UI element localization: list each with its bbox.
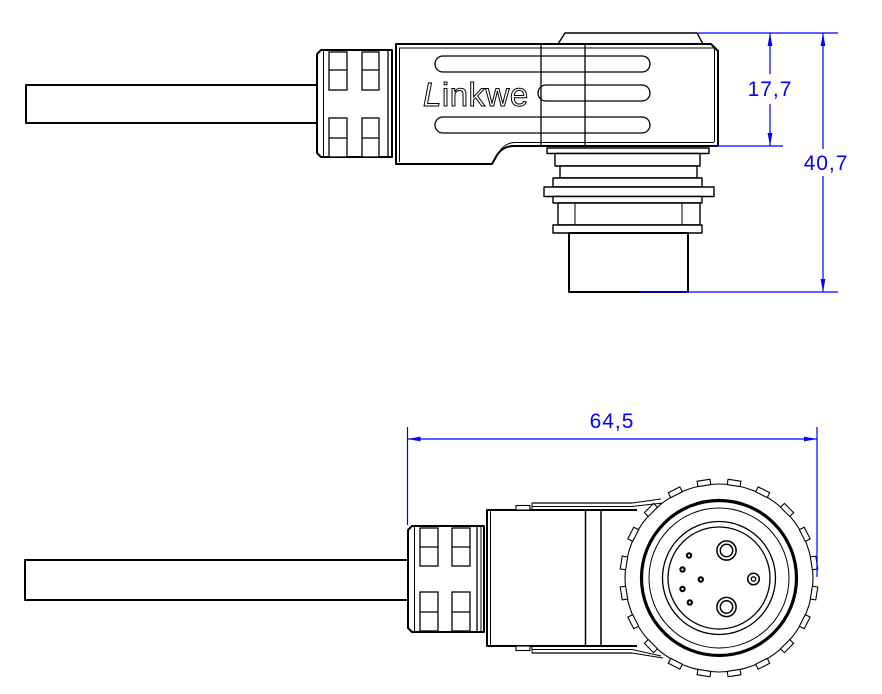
knurl-dash	[798, 526, 811, 543]
dimension-40-7: 40,7	[804, 33, 849, 292]
vent-slot-bottom	[434, 116, 651, 134]
knurl-dash	[798, 613, 811, 630]
pin-recess-circle	[667, 526, 771, 630]
dimension-label-total-length: 64,5	[590, 410, 635, 433]
knurl-dash	[754, 657, 771, 670]
strain-relief-grooves	[328, 51, 380, 158]
strain-relief-side	[316, 49, 393, 158]
face-view: 64,5	[24, 410, 819, 678]
knurl-dash	[667, 486, 684, 499]
knurl-dash	[667, 657, 684, 670]
arrow-right-icon	[804, 436, 817, 442]
plug-barrel-side	[568, 232, 689, 293]
pin-array	[679, 540, 761, 618]
large-pin-top	[716, 540, 737, 561]
dimension-17-7: 17,7	[748, 33, 793, 146]
knurl-dash	[726, 668, 742, 678]
knurl-dash	[779, 638, 795, 654]
cable-side	[25, 84, 318, 124]
dimension-label-body-height: 17,7	[748, 78, 793, 101]
knurl-dash	[627, 526, 640, 543]
knurl-dash	[809, 585, 819, 601]
inner-ring	[648, 507, 790, 649]
knurl-dash	[754, 486, 771, 499]
arrow-down-icon	[767, 133, 773, 146]
knurl-dash	[696, 668, 712, 678]
side-view: Linkwe	[25, 32, 849, 293]
knurl-base-circle	[624, 483, 814, 673]
brand-first-letter: L	[423, 76, 442, 113]
dimension-label-total-height: 40,7	[804, 152, 849, 175]
hex-section	[557, 202, 701, 226]
cable-face	[24, 559, 409, 601]
connector-body-face	[486, 502, 645, 654]
arrow-up-icon	[820, 33, 826, 46]
brand-logo-text: Linkwe	[423, 76, 529, 113]
knurl-dash	[779, 502, 795, 518]
large-pin-bottom	[716, 596, 737, 618]
knurl-ring	[619, 478, 819, 678]
small-pins	[679, 552, 704, 606]
arrow-left-icon	[407, 436, 421, 442]
top-tab	[515, 504, 531, 511]
body-ring-tangents	[631, 498, 664, 659]
dimension-64-5: 64,5	[406, 410, 818, 577]
arrow-down-icon	[820, 279, 826, 292]
locking-ring	[639, 498, 799, 658]
knurl-dash	[643, 502, 659, 518]
coupling-neck-side	[543, 147, 715, 293]
knurl-dash	[619, 585, 629, 601]
knurl-dash	[619, 555, 629, 571]
knurl-dash	[627, 613, 640, 630]
medium-pin-right	[746, 572, 761, 586]
strain-relief-face	[407, 525, 485, 633]
body-inner-edges	[399, 47, 715, 162]
knurl-dash	[726, 478, 742, 488]
connector-face	[619, 478, 819, 678]
knurl-dash	[643, 638, 659, 654]
bottom-tab	[515, 645, 531, 652]
strain-relief-grooves	[419, 527, 471, 632]
arrow-up-icon	[767, 33, 773, 46]
body-vent-slots	[434, 55, 651, 134]
strain-relief-body	[316, 49, 393, 158]
coupling-flange	[543, 186, 715, 198]
knurl-dash	[696, 478, 712, 488]
face-plate-circle	[661, 520, 777, 636]
vent-slot-middle	[537, 84, 651, 102]
body-top-cap	[557, 32, 704, 45]
brand-rest-letters: inkwe	[442, 76, 529, 113]
side-view-dimensions: 17,7 40,7	[640, 32, 849, 293]
vent-slot-top	[434, 55, 651, 73]
